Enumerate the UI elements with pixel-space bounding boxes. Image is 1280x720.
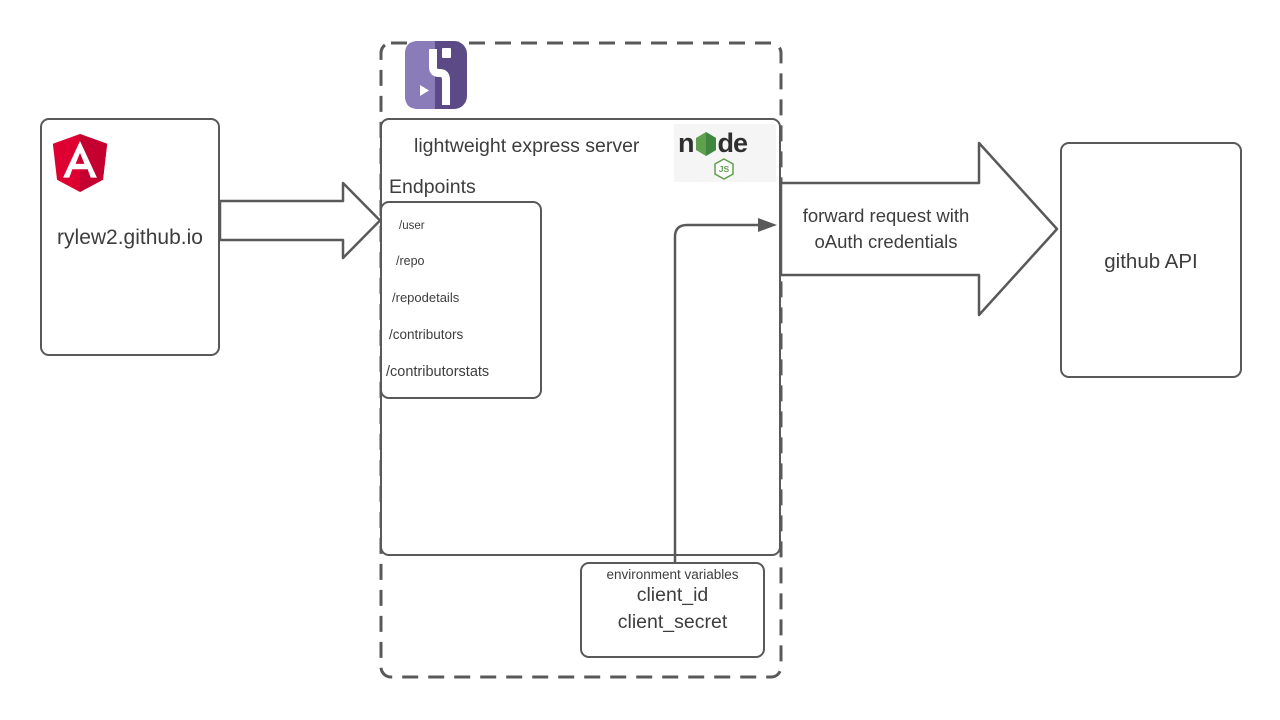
env-var-client-secret: client_secret: [617, 611, 728, 633]
heroku-icon: [405, 41, 467, 109]
nodejs-icon: n de JS: [674, 124, 776, 182]
express-server-title: lightweight express server: [414, 135, 640, 157]
forward-request-label-line2: oAuth credentials: [814, 231, 958, 252]
endpoint-item: /contributors: [389, 327, 464, 342]
nodejs-hexagon-icon: [695, 131, 716, 156]
client-to-server-arrow: [219, 181, 382, 260]
angular-icon: [52, 134, 108, 192]
forward-request-label: forward request with oAuth credentials: [780, 183, 992, 275]
nodejs-wordmark: n de: [678, 128, 748, 159]
endpoint-item: /contributorstats: [386, 364, 490, 380]
nodejs-word-end: de: [717, 128, 748, 158]
endpoint-item: /repodetails: [392, 290, 460, 305]
client-label: rylew2.github.io: [57, 226, 203, 249]
svg-text:JS: JS: [719, 164, 730, 174]
endpoint-item: /repo: [396, 254, 425, 268]
endpoints-label: Endpoints: [389, 176, 476, 198]
github-api-label: github API: [1104, 250, 1198, 273]
forward-request-arrow: [780, 141, 1059, 317]
endpoint-item: /user: [399, 220, 425, 232]
env-to-server-connector-arrow: [673, 218, 777, 564]
client-box: rylew2.github.io: [40, 118, 220, 356]
endpoints-box: /user /repo /repodetails /contributors /…: [380, 201, 542, 399]
nodejs-word-start: n: [678, 128, 694, 158]
env-var-client-id: client_id: [636, 584, 709, 606]
express-server-box: lightweight express server n de JS Endpo…: [380, 118, 781, 556]
github-api-box: github API: [1060, 142, 1242, 378]
environment-variables-box: environment variables client_id client_s…: [580, 562, 765, 658]
forward-request-label-line1: forward request with: [802, 205, 970, 226]
env-box-title: environment variables: [606, 567, 739, 582]
nodejs-js-badge-icon: JS: [714, 158, 734, 180]
